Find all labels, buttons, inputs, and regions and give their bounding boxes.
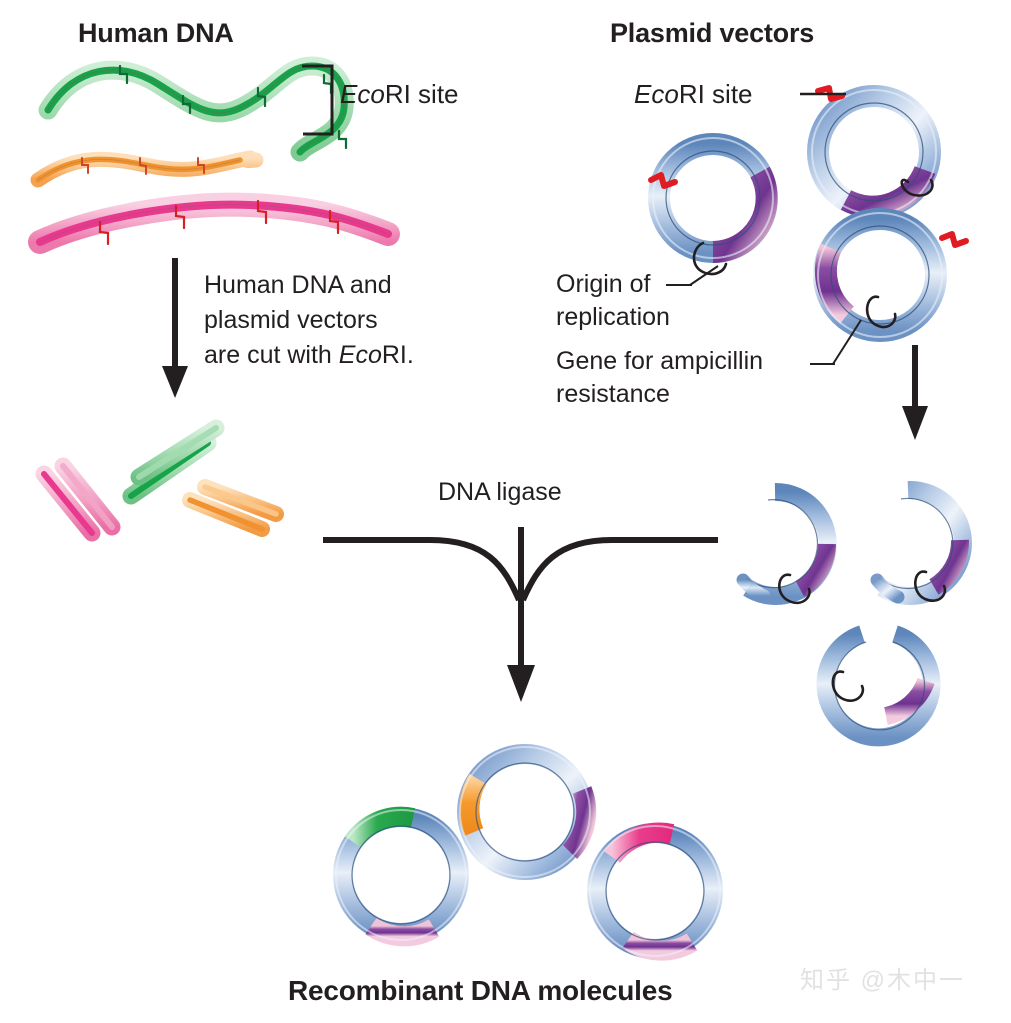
leader-origin [689, 265, 719, 286]
dna-fragment-pink [35, 457, 121, 542]
insert-pink [603, 822, 675, 864]
heading-recombinant-dna-molecules: Recombinant DNA molecules [288, 975, 673, 1006]
label-dna-ligase: DNA ligase [438, 478, 562, 506]
caption-cut-with-ecori: Human DNA and plasmid vectors are cut wi… [204, 268, 414, 373]
label-ecori-site-human-dna: EcoRI site [340, 79, 459, 110]
caption-line-3-suffix: RI. [381, 341, 414, 369]
origin-of-replication-marker [865, 295, 897, 329]
ecori-site-marker [648, 172, 678, 189]
origin-of-replication-marker [900, 178, 934, 197]
plasmid-vector-1 [648, 133, 778, 276]
dna-fragment-green [122, 419, 225, 505]
label-gene-for-ampicillin-resistance: Gene for ampicillin resistance [556, 347, 764, 408]
human-dna-strand-orange [30, 150, 264, 188]
ecori-italic-prefix: Eco [340, 79, 385, 109]
ecori-site-marker [939, 231, 969, 248]
label-origin-of-replication: Origin of replication [556, 270, 670, 331]
ecori-suffix: RI site [678, 79, 753, 109]
human-dna-strand-green [38, 56, 354, 162]
ecori-suffix: RI site [384, 79, 459, 109]
watermark-zhihu: 知乎 @木中一 [800, 967, 966, 994]
plasmid-vector-3 [813, 208, 969, 342]
label-ecori-site-plasmid: EcoRI site [634, 79, 753, 110]
caption-line-3-italic: Eco [338, 341, 382, 369]
insert-green [344, 806, 416, 849]
arrow-cut-plasmids [902, 345, 928, 440]
dna-fragment-orange [182, 479, 284, 537]
heading-human-dna: Human DNA [78, 18, 234, 48]
recombinant-plasmid-orange [457, 744, 597, 880]
cut-plasmid-3 [816, 625, 941, 747]
recombinant-plasmid-pink [587, 822, 723, 961]
caption-line-3: are cut with EcoRI. [204, 338, 414, 373]
cut-plasmid-1 [736, 482, 837, 605]
plasmid-vector-2 [807, 85, 941, 219]
caption-line-2: plasmid vectors [204, 306, 378, 334]
human-dna-strand-pink [28, 192, 400, 254]
recombinant-plasmid-green [333, 806, 469, 947]
leader-ampicillin [832, 319, 862, 365]
insert-orange [459, 773, 487, 836]
arrow-ligase-merge [323, 527, 718, 702]
cut-plasmid-2 [870, 480, 972, 605]
heading-plasmid-vectors: Plasmid vectors [610, 18, 815, 48]
ecori-bracket [302, 64, 334, 136]
ecori-italic-prefix: Eco [634, 79, 679, 109]
arrow-cut-human-dna [162, 258, 188, 398]
caption-line-3-prefix: are cut with [204, 341, 339, 369]
caption-line-1: Human DNA and [204, 271, 392, 299]
origin-of-replication-marker [692, 241, 728, 276]
